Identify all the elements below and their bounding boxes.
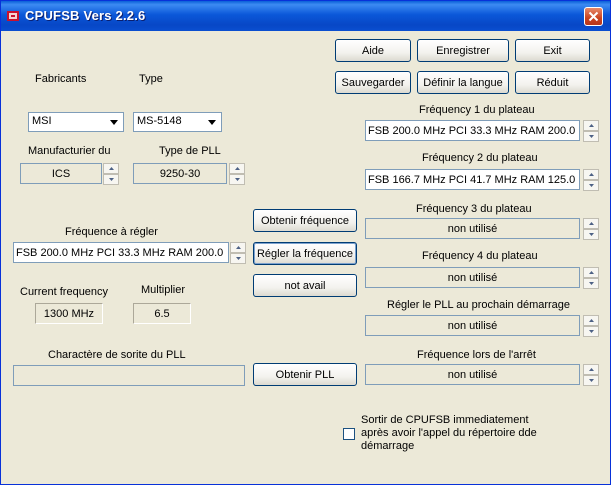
spin-down-icon[interactable] — [229, 174, 245, 185]
spin-down-icon[interactable] — [583, 131, 599, 142]
pll-manufacturer-label: Manufacturier du — [28, 145, 111, 157]
manufacturers-label: Fabricants — [35, 73, 87, 85]
pll-type-spinner[interactable] — [229, 163, 245, 185]
minimize-button[interactable]: Réduit — [515, 71, 590, 94]
plate2-spinner[interactable] — [583, 169, 599, 191]
current-frequency-value: 1300 MHz — [35, 303, 103, 324]
spin-up-icon[interactable] — [583, 169, 599, 180]
spin-up-icon[interactable] — [583, 120, 599, 131]
plate1-field[interactable]: FSB 200.0 MHz PCI 33.3 MHz RAM 200.0 — [365, 120, 580, 141]
pll-type-label: Type de PLL — [159, 145, 221, 157]
manufacturer-value: MSI — [32, 115, 52, 127]
pll-manufacturer-field[interactable]: ICS — [20, 163, 102, 184]
help-button[interactable]: Aide — [335, 39, 411, 62]
spin-up-icon[interactable] — [583, 267, 599, 278]
plate3-label: Fréquency 3 du plateau — [416, 203, 532, 215]
window-title: CPUFSB Vers 2.2.6 — [25, 8, 146, 23]
spin-up-icon[interactable] — [583, 315, 599, 326]
get-pll-button[interactable]: Obtenir PLL — [253, 363, 357, 386]
plate2-field[interactable]: FSB 166.7 MHz PCI 41.7 MHz RAM 125.0 — [365, 169, 580, 190]
save-settings-button[interactable]: Enregistrer — [417, 39, 509, 62]
pll-manufacturer-spinner[interactable] — [103, 163, 119, 185]
plate4-spinner[interactable] — [583, 267, 599, 289]
spin-up-icon[interactable] — [583, 364, 599, 375]
type-select[interactable]: MS-5148 — [133, 112, 222, 132]
title-bar[interactable]: CPUFSB Vers 2.2.6 — [1, 1, 610, 31]
close-icon — [588, 11, 599, 22]
freq-to-set-spinner[interactable] — [230, 242, 246, 264]
manufacturer-select[interactable]: MSI — [28, 112, 124, 132]
checkbox-label-line1: Sortir de CPUFSB immediatement — [361, 414, 529, 426]
spin-up-icon[interactable] — [583, 218, 599, 229]
spin-down-icon[interactable] — [230, 253, 246, 264]
close-button[interactable] — [584, 7, 603, 26]
pll-output-field[interactable] — [13, 365, 245, 386]
plate2-label: Fréquency 2 du plateau — [422, 152, 538, 164]
plate4-field[interactable]: non utilisé — [365, 267, 580, 288]
not-avail-button[interactable]: not avail — [253, 274, 357, 297]
plate3-field[interactable]: non utilisé — [365, 218, 580, 239]
spin-up-icon[interactable] — [230, 242, 246, 253]
freq-to-set-field[interactable]: FSB 200.0 MHz PCI 33.3 MHz RAM 200.0 — [13, 242, 229, 263]
stop-freq-field[interactable]: non utilisé — [365, 364, 580, 385]
plate1-spinner[interactable] — [583, 120, 599, 142]
pll-output-label: Charactère de sorite du PLL — [48, 349, 186, 361]
next-boot-field[interactable]: non utilisé — [365, 315, 580, 336]
set-language-button[interactable]: Définir la langue — [417, 71, 509, 94]
type-value: MS-5148 — [137, 115, 182, 127]
next-boot-label: Régler le PLL au prochain démarrage — [387, 299, 571, 311]
chevron-down-icon[interactable] — [204, 114, 220, 130]
spin-up-icon[interactable] — [103, 163, 119, 174]
stop-freq-label: Fréquence lors de l'arrêt — [417, 349, 536, 361]
exit-after-startup-checkbox[interactable] — [343, 428, 355, 440]
next-boot-spinner[interactable] — [583, 315, 599, 337]
freq-to-set-label: Fréquence à régler — [65, 226, 158, 238]
plate1-label: Fréquency 1 du plateau — [419, 104, 535, 116]
get-frequency-button[interactable]: Obtenir fréquence — [253, 209, 357, 232]
backup-button[interactable]: Sauvegarder — [335, 71, 411, 94]
checkbox-label-line2: après avoir l'appel du répertoire dde — [361, 427, 537, 439]
exit-button[interactable]: Exit — [515, 39, 590, 62]
pll-type-field[interactable]: 9250-30 — [133, 163, 227, 184]
current-frequency-label: Current frequency — [20, 286, 109, 298]
spin-down-icon[interactable] — [583, 326, 599, 337]
spin-down-icon[interactable] — [583, 375, 599, 386]
spin-down-icon[interactable] — [583, 180, 599, 191]
spin-down-icon[interactable] — [103, 174, 119, 185]
spin-down-icon[interactable] — [583, 229, 599, 240]
multiplier-label: Multiplier — [141, 284, 186, 296]
multiplier-value: 6.5 — [133, 303, 191, 324]
stop-freq-spinner[interactable] — [583, 364, 599, 386]
type-label: Type — [139, 73, 163, 85]
spin-up-icon[interactable] — [229, 163, 245, 174]
checkbox-label-line3: démarrage — [361, 440, 415, 452]
plate3-spinner[interactable] — [583, 218, 599, 240]
app-icon — [7, 11, 19, 21]
chevron-down-icon[interactable] — [106, 114, 122, 130]
set-frequency-button[interactable]: Régler la fréquence — [253, 242, 357, 265]
plate4-label: Fréquency 4 du plateau — [422, 250, 538, 262]
spin-down-icon[interactable] — [583, 278, 599, 289]
